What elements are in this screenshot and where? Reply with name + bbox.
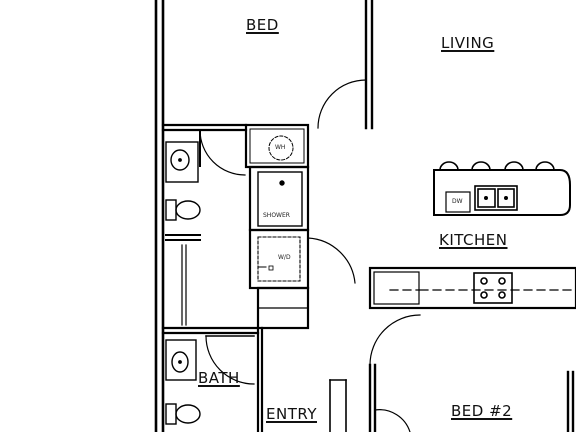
bath-upper [162, 127, 246, 241]
kitchen-island [433, 161, 571, 216]
dishwasher [445, 191, 471, 213]
hall-lines [181, 244, 187, 326]
washer-dryer-label: W/D [278, 254, 291, 261]
laundry-door [307, 237, 356, 289]
range-icon [473, 272, 513, 304]
kitchen-counter [368, 266, 576, 310]
water-heater-label: WH [275, 144, 286, 151]
room-label-bed2: BED #2 [451, 402, 513, 420]
exterior-wall-right [566, 370, 575, 432]
shower-label: SHOWER [263, 212, 290, 219]
bath-door [205, 335, 255, 385]
closet [256, 286, 310, 330]
toilet-icon [165, 199, 201, 221]
entry-door [329, 379, 411, 432]
room-label-kitchen: KITCHEN [439, 231, 508, 249]
wall-bed-bottom [161, 123, 248, 132]
bath-lower [161, 326, 264, 432]
room-label-bath: BATH [198, 369, 240, 387]
wall-entry-bed2 [368, 314, 421, 432]
exterior-wall-left [154, 0, 165, 432]
shower-stall [248, 165, 310, 232]
room-label-bed: BED [246, 16, 279, 34]
sink-icon [165, 141, 199, 183]
toilet-icon [165, 403, 201, 425]
dishwasher-label: DW [452, 198, 463, 205]
room-label-entry: ENTRY [266, 405, 317, 423]
sink-icon [165, 339, 197, 381]
bed-door [317, 79, 367, 129]
kitchen-sink-icon [474, 185, 518, 211]
wall-bed-living [364, 0, 374, 130]
room-label-living: LIVING [441, 34, 495, 52]
